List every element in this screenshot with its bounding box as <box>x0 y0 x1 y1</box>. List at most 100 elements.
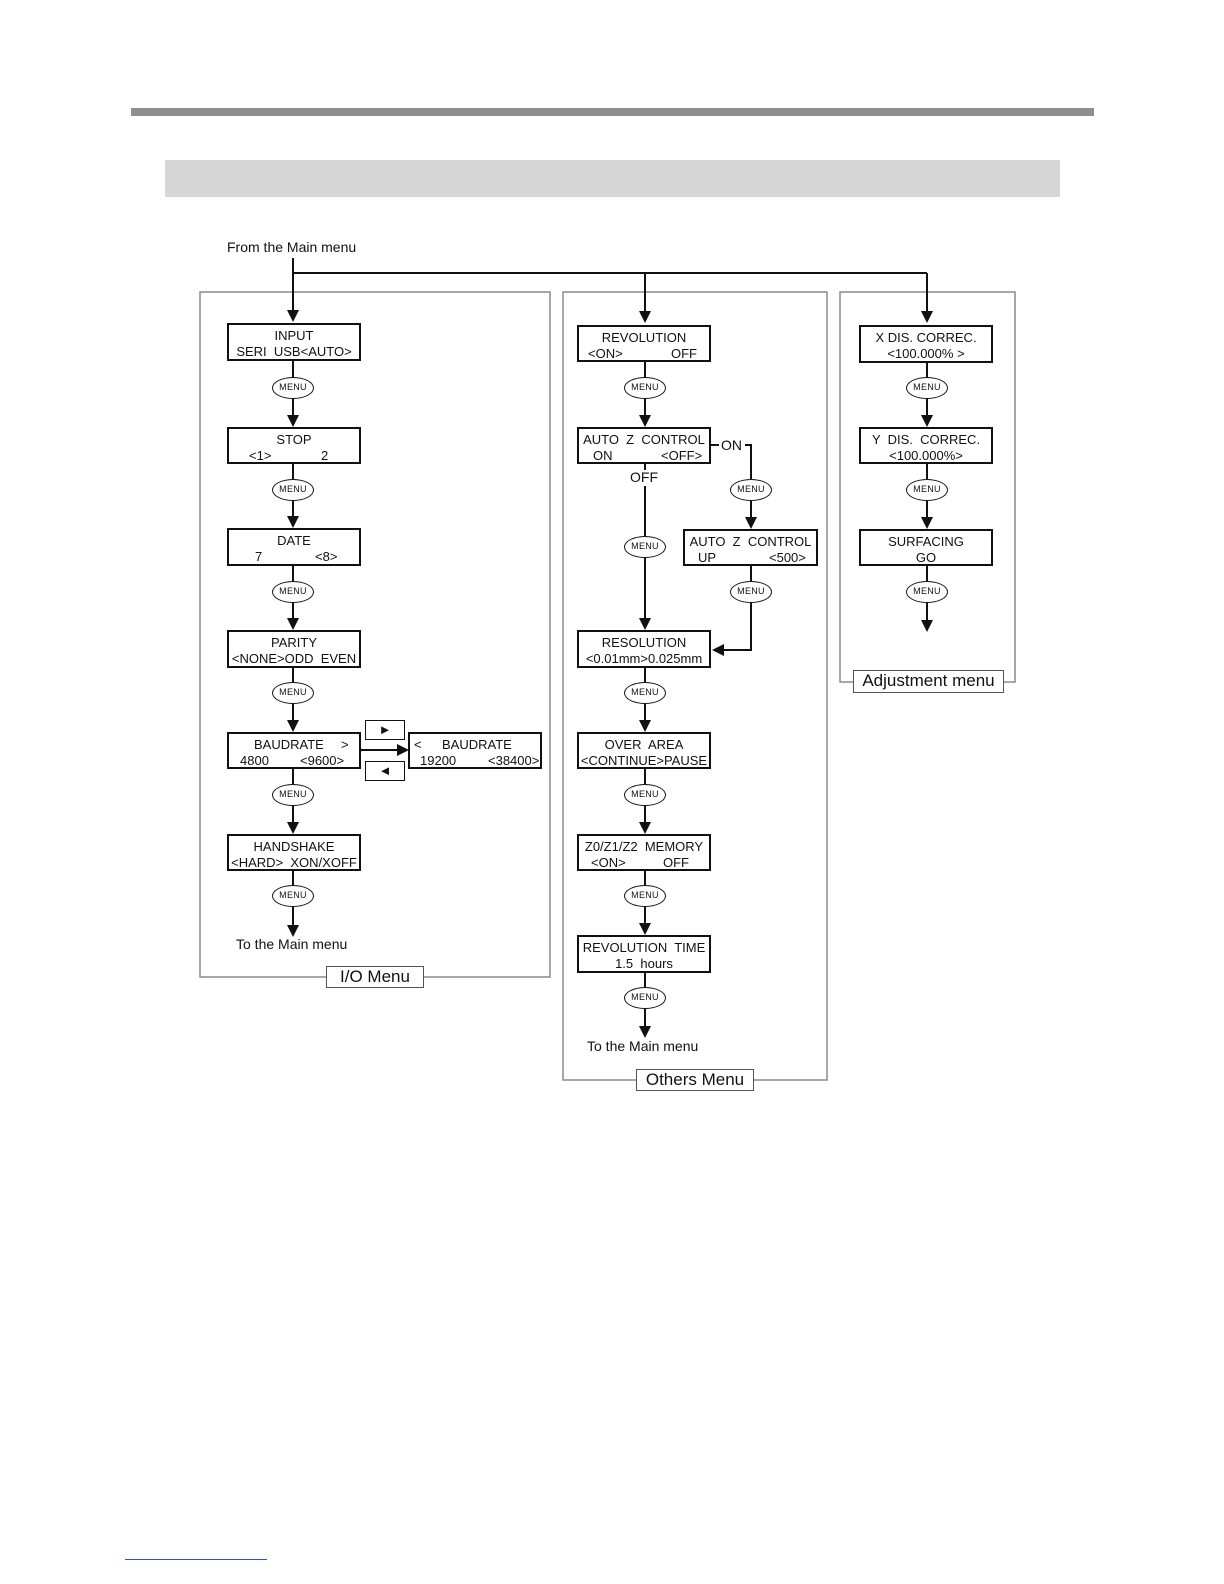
menu-button[interactable]: MENU <box>272 885 314 907</box>
lcd-line1: Z0/Z1/Z2 MEMORY <box>584 839 704 854</box>
right-arrow-key[interactable]: ► <box>365 720 405 740</box>
lcd-line2-left: ON <box>593 448 613 463</box>
io-menu-legend: I/O Menu <box>326 966 424 988</box>
menu-button[interactable]: MENU <box>624 885 666 907</box>
adjustment-menu-legend: Adjustment menu <box>853 670 1004 693</box>
lcd-auto-z-control: AUTO Z CONTROL ON <OFF> <box>577 427 711 464</box>
others-menu-legend: Others Menu <box>636 1069 754 1091</box>
lcd-line2-right: <8> <box>315 549 338 564</box>
lcd-x-dis-correc: X DIS. CORREC. <100.000% > <box>859 325 993 363</box>
lcd-line1: OVER AREA <box>604 737 684 752</box>
menu-button[interactable]: MENU <box>624 987 666 1009</box>
lcd-z-memory: Z0/Z1/Z2 MEMORY <ON> OFF <box>577 834 711 871</box>
menu-button[interactable]: MENU <box>272 479 314 501</box>
bottom-link-underline <box>125 1559 267 1560</box>
lcd-line2: <ON> OFF <box>579 855 709 919</box>
lcd-line2: <100.000%> <box>889 448 963 463</box>
lcd-baudrate: BAUDRATE > 4800 <9600> <box>227 732 361 769</box>
lcd-line2: <100.000% > <box>887 346 965 361</box>
lcd-line2-right: 2 <box>321 448 329 463</box>
others-exit-label: To the Main menu <box>587 1038 699 1054</box>
lcd-line2-right: <500> <box>769 550 806 565</box>
lcd-line2: 1.5 hours <box>615 956 673 971</box>
lcd-stop: STOP <1> 2 <box>227 427 361 464</box>
lcd-line2-left: UP <box>698 550 717 565</box>
lcd-line1: AUTO Z CONTROL <box>689 534 812 549</box>
lcd-line2: UP <500> <box>685 550 816 614</box>
menu-button[interactable]: MENU <box>906 479 948 501</box>
lcd-line2-left: <1> <box>249 448 272 463</box>
lcd-resolution: RESOLUTION <0.01mm>0.025mm <box>577 630 711 668</box>
lcd-y-dis-correc: Y DIS. CORREC. <100.000%> <box>859 427 993 464</box>
lcd-line1: BAUDRATE > <box>229 737 359 801</box>
lcd-line2: 4800 <9600> <box>229 753 359 817</box>
others-on-branch <box>711 444 752 479</box>
lcd-line1: SURFACING <box>888 534 964 549</box>
menu-button[interactable]: MENU <box>906 377 948 399</box>
lcd-line2-left: 7 <box>255 549 263 564</box>
lcd-line2-right: OFF <box>671 346 697 361</box>
others-merge-arrow <box>712 603 752 656</box>
lcd-line2: <0.01mm>0.025mm <box>585 651 703 666</box>
lcd-line2-right: OFF <box>663 855 689 870</box>
lcd-line1: INPUT <box>274 328 314 343</box>
lcd-line1-left: < <box>414 737 422 752</box>
lcd-line1: X DIS. CORREC. <box>875 330 977 345</box>
lcd-line2-left: 19200 <box>420 753 457 768</box>
lcd-line1: STOP <box>276 432 312 447</box>
lcd-line2-left: <ON> <box>588 346 623 361</box>
top-rule <box>131 108 1094 116</box>
lcd-line2: GO <box>915 550 937 565</box>
lcd-parity: PARITY <NONE>ODD EVEN <box>227 630 361 668</box>
left-arrow-key[interactable]: ◄ <box>365 761 405 781</box>
menu-button[interactable]: MENU <box>730 479 772 501</box>
lcd-line1-right: > <box>341 737 349 752</box>
lcd-line2: <ON> OFF <box>579 346 709 410</box>
menu-button[interactable]: MENU <box>624 784 666 806</box>
lcd-line1: RESOLUTION <box>601 635 687 650</box>
lcd-surfacing: SURFACING GO <box>859 529 993 566</box>
menu-button[interactable]: MENU <box>272 377 314 399</box>
lcd-line2: ON <OFF> <box>579 448 709 512</box>
menu-button[interactable]: MENU <box>624 536 666 558</box>
lcd-line2: 19200 <38400> <box>410 753 540 817</box>
lcd-line1: HANDSHAKE <box>253 839 335 854</box>
lcd-line1-right: BAUDRATE <box>442 737 512 752</box>
lcd-line2: SERI USB<AUTO> <box>236 344 352 359</box>
lcd-line2-left: <ON> <box>591 855 626 870</box>
menu-button[interactable]: MENU <box>272 581 314 603</box>
lcd-handshake: HANDSHAKE <HARD> XON/XOFF <box>227 834 361 871</box>
io-exit-label: To the Main menu <box>236 936 348 952</box>
lcd-line2-left: 4800 <box>240 753 269 768</box>
lcd-date: DATE 7 <8> <box>227 528 361 566</box>
lcd-line2: <1> 2 <box>229 448 359 512</box>
lcd-over-area: OVER AREA <CONTINUE>PAUSE <box>577 732 711 769</box>
off-branch-label: OFF <box>630 469 658 485</box>
on-branch-label: ON <box>721 437 742 453</box>
lcd-line1: PARITY <box>271 635 317 650</box>
menu-button[interactable]: MENU <box>624 682 666 704</box>
lcd-input: INPUT SERI USB<AUTO> <box>227 323 361 361</box>
lcd-line1: Y DIS. CORREC. <box>871 432 981 447</box>
lcd-line2: 7 <8> <box>229 549 359 613</box>
lcd-line2-right: <38400> <box>488 753 540 768</box>
lcd-line1: REVOLUTION TIME <box>582 940 706 955</box>
entry-label: From the Main menu <box>227 239 357 255</box>
menu-button[interactable]: MENU <box>906 581 948 603</box>
lcd-line1: < BAUDRATE <box>410 737 540 801</box>
entry-branch-line <box>292 258 927 274</box>
lcd-line2-right: <OFF> <box>661 448 703 463</box>
lcd-revolution-time: REVOLUTION TIME 1.5 hours <box>577 935 711 973</box>
section-header-bar <box>165 160 1060 197</box>
lcd-auto-z-control-up: AUTO Z CONTROL UP <500> <box>683 529 818 566</box>
menu-button[interactable]: MENU <box>272 784 314 806</box>
lcd-line1: AUTO Z CONTROL <box>583 432 705 447</box>
lcd-line2: <NONE>ODD EVEN <box>231 651 357 666</box>
lcd-line2: <HARD> XON/XOFF <box>231 855 357 870</box>
lcd-baudrate-alt: < BAUDRATE 19200 <38400> <box>408 732 542 769</box>
lcd-line2-right: <9600> <box>300 753 345 768</box>
menu-button[interactable]: MENU <box>624 377 666 399</box>
menu-button[interactable]: MENU <box>730 581 772 603</box>
menu-button[interactable]: MENU <box>272 682 314 704</box>
